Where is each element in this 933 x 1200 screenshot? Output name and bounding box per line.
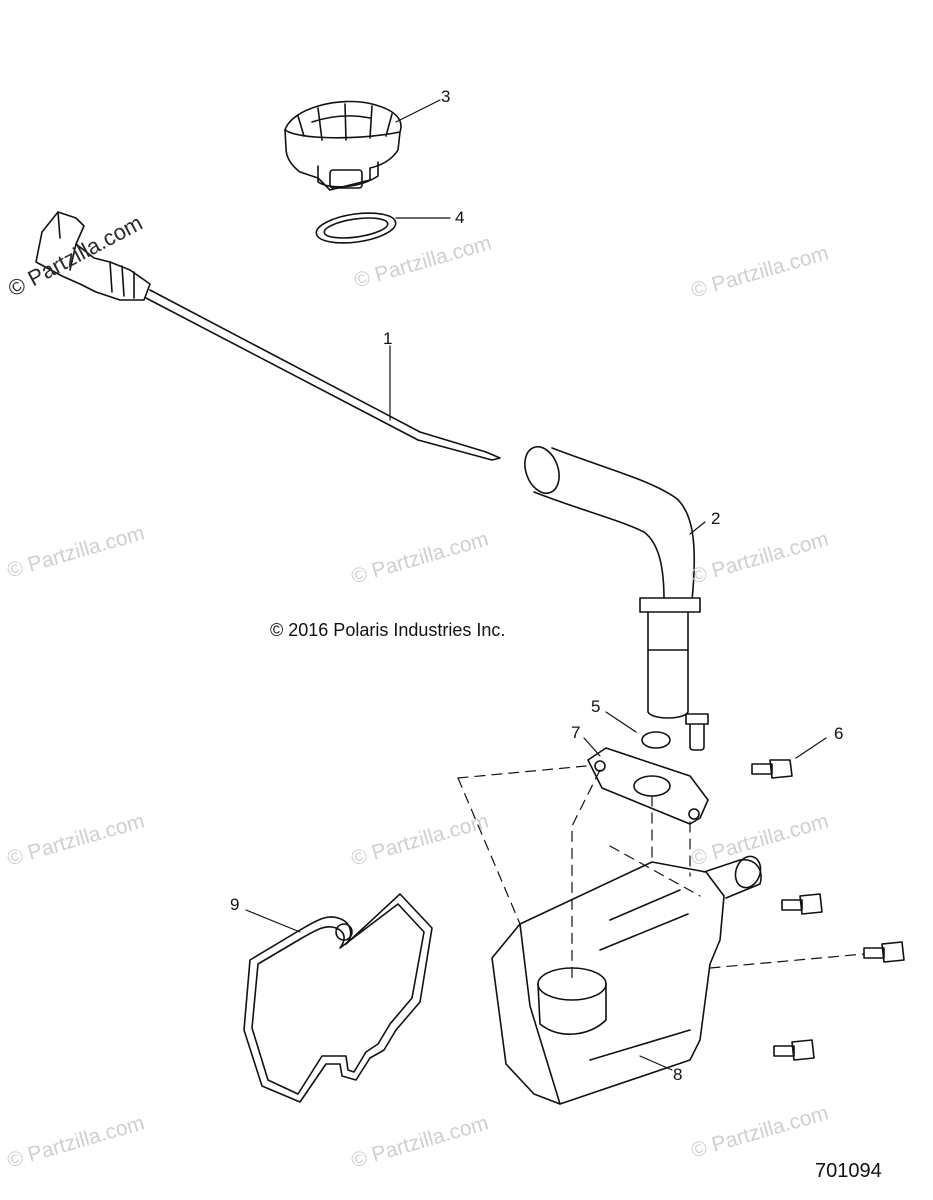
leader-lines (245, 99, 827, 1071)
filler-tube (524, 445, 701, 719)
bolt-right-3 (773, 1039, 815, 1061)
dipstick (35, 211, 501, 461)
callout-3: 3 (441, 87, 451, 106)
callout-6: 6 (834, 724, 844, 743)
callout-2: 2 (711, 509, 721, 528)
callout-5: 5 (591, 697, 601, 716)
tube-gasket (587, 747, 709, 825)
o-ring-tube (641, 731, 671, 749)
callout-8: 8 (673, 1065, 683, 1084)
bolt-right-2 (863, 941, 905, 963)
callout-4: 4 (455, 208, 465, 227)
bolt-upper (685, 713, 709, 751)
callout-7: 7 (571, 723, 581, 742)
assembly-lines (457, 765, 865, 981)
drawing-number: 701094 (815, 1160, 882, 1182)
filler-cap (284, 100, 402, 191)
bolt-right-1 (781, 893, 823, 915)
valve-cover (491, 855, 762, 1105)
o-ring-cap (315, 212, 397, 244)
bolt-6 (751, 759, 793, 779)
callout-9: 9 (230, 895, 240, 914)
copyright-notice: © 2016 Polaris Industries Inc. (270, 620, 506, 640)
valve-cover-gasket (243, 893, 433, 1103)
callout-1: 1 (383, 329, 393, 348)
